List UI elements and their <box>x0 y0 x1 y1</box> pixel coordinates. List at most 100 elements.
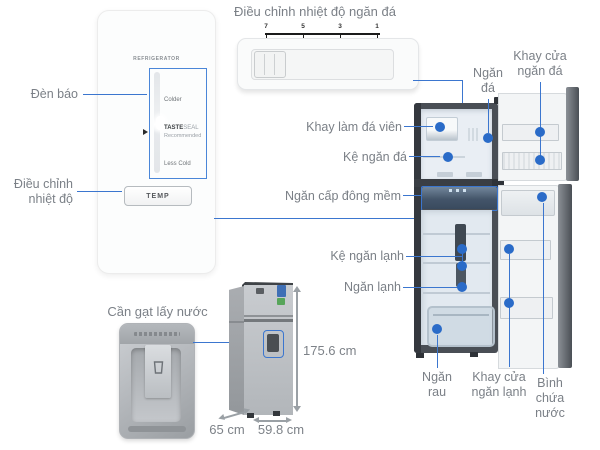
callout-line <box>403 287 459 289</box>
callout-line <box>77 191 122 193</box>
callout-dot <box>435 122 445 132</box>
callout-line <box>488 99 490 133</box>
middle-hinge <box>492 179 504 188</box>
interior-column <box>456 263 466 287</box>
fridge-door-edge <box>558 184 572 368</box>
callout-dot <box>457 244 467 254</box>
callout-line <box>509 254 511 367</box>
closed-fridge-foot <box>247 413 254 418</box>
scale-tick <box>377 35 378 39</box>
slider-track <box>251 49 394 80</box>
callout-line <box>437 335 439 368</box>
interior-column <box>455 224 466 261</box>
callout-line <box>409 156 440 158</box>
door-water-tank <box>501 190 555 216</box>
callout-khay-cua-ngan-da: Khay cửa ngăn đá <box>513 49 567 78</box>
tasteseal-label: TASTESEAL <box>164 125 199 131</box>
freezer-door-edge <box>566 87 579 181</box>
callout-dot <box>483 133 493 143</box>
soft-freeze-drawer <box>422 187 497 209</box>
callout-can-gat-lay-nuoc: Cần gạt lấy nước <box>107 304 208 319</box>
width-arrow <box>253 416 292 426</box>
closed-fridge-handle-line <box>244 315 293 317</box>
scale-tick <box>340 35 341 39</box>
callout-ke-ngan-lanh: Kệ ngăn lạnh <box>330 249 404 263</box>
height-arrow <box>296 289 298 408</box>
less-cold-label: Less Cold <box>164 161 191 167</box>
fridge-cabinet-edge <box>414 103 421 353</box>
callout-ngan-lanh: Ngăn lạnh <box>344 280 401 294</box>
closed-fridge-dispenser <box>267 334 279 352</box>
callout-line <box>462 249 464 267</box>
scale-7: 7 <box>264 23 268 30</box>
closed-fridge-top <box>242 282 293 287</box>
indicator-callout-box: Colder TASTESEAL Recommended Less Cold <box>149 68 207 179</box>
callout-ngan-rau: Ngăn rau <box>422 370 452 399</box>
callout-line <box>540 82 542 160</box>
width-dimension: 59.8 cm <box>257 422 305 437</box>
callout-line <box>406 256 462 258</box>
arrow-up-icon <box>293 286 301 292</box>
scale-5: 5 <box>301 23 305 30</box>
callout-dot <box>457 261 467 271</box>
callout-dot <box>535 127 545 137</box>
dispenser-paddle <box>145 345 171 398</box>
soft-freeze-callout-box <box>421 186 498 211</box>
scale-tick <box>266 35 267 39</box>
spec-sticker <box>277 285 286 297</box>
callout-dieu-chinh-nhiet-do: Điều chỉnh nhiệt độ <box>13 177 73 206</box>
closed-fridge-side <box>229 286 244 415</box>
recommended-label: Recommended <box>164 133 202 139</box>
freezer-slider-panel <box>237 38 419 90</box>
callout-line <box>543 203 545 374</box>
scale-3: 3 <box>338 23 342 30</box>
water-dispenser-closeup <box>119 323 195 439</box>
callout-ngan-da: Ngăn đá <box>473 66 503 95</box>
closed-fridge-foot <box>273 411 280 416</box>
indicator-arrow-icon <box>143 129 148 135</box>
callout-dot <box>432 324 442 334</box>
compartment-divider <box>414 179 498 187</box>
callout-khay-lam-da-vien: Khay làm đá viên <box>306 120 402 134</box>
callout-line <box>83 94 147 96</box>
callout-khay-cua-ngan-lanh: Khay cửa ngăn lạnh <box>471 370 527 399</box>
water-cup-icon <box>153 361 164 374</box>
temp-button: TEMP <box>124 186 192 206</box>
callout-dot <box>504 244 514 254</box>
temp-control-panel: REFRIGERATOR Colder TASTESEAL Recommende… <box>97 10 216 274</box>
dispenser-tray <box>128 426 186 432</box>
closed-fridge-door-split <box>244 319 293 322</box>
slider-handle <box>254 51 286 78</box>
callout-line <box>403 195 421 197</box>
slider-title: Điều chỉnh nhiệt độ ngăn đá <box>234 4 396 19</box>
fridge-foot <box>470 352 478 357</box>
panel-heading: REFRIGERATOR <box>133 56 180 62</box>
closed-fridge <box>229 280 294 420</box>
callout-dot <box>443 152 453 162</box>
indicator-active-light <box>156 116 165 130</box>
depth-dimension: 65 cm <box>209 422 245 437</box>
freezer-label-sticker <box>466 172 482 177</box>
callout-den-bao: Đèn báo <box>30 87 78 101</box>
dispenser-cap <box>120 324 194 344</box>
colder-label: Colder <box>164 97 182 103</box>
fridge-foot <box>416 353 424 358</box>
callout-dot <box>504 298 514 308</box>
dispenser-to-fridge-line <box>193 342 263 344</box>
callout-line <box>404 126 433 128</box>
callout-dot <box>535 155 545 165</box>
callout-dot <box>457 282 467 292</box>
slider-to-fridge-line <box>413 80 463 82</box>
dispenser-callout-box <box>263 330 284 358</box>
wire-shelf <box>423 292 490 294</box>
energy-sticker <box>277 298 285 305</box>
callout-ngan-cap-dong-mem: Ngăn cấp đông mềm <box>284 189 401 203</box>
closed-fridge-door-split <box>229 321 244 323</box>
callout-ke-ngan-da: Kệ ngăn đá <box>343 150 407 164</box>
indicator-track <box>154 72 165 173</box>
slider-scale-line <box>265 33 380 35</box>
freezer-vents <box>468 128 479 141</box>
freezer-door-bin <box>502 152 562 170</box>
callout-binh-chua-nuoc: Bình chứa nước <box>535 376 565 420</box>
